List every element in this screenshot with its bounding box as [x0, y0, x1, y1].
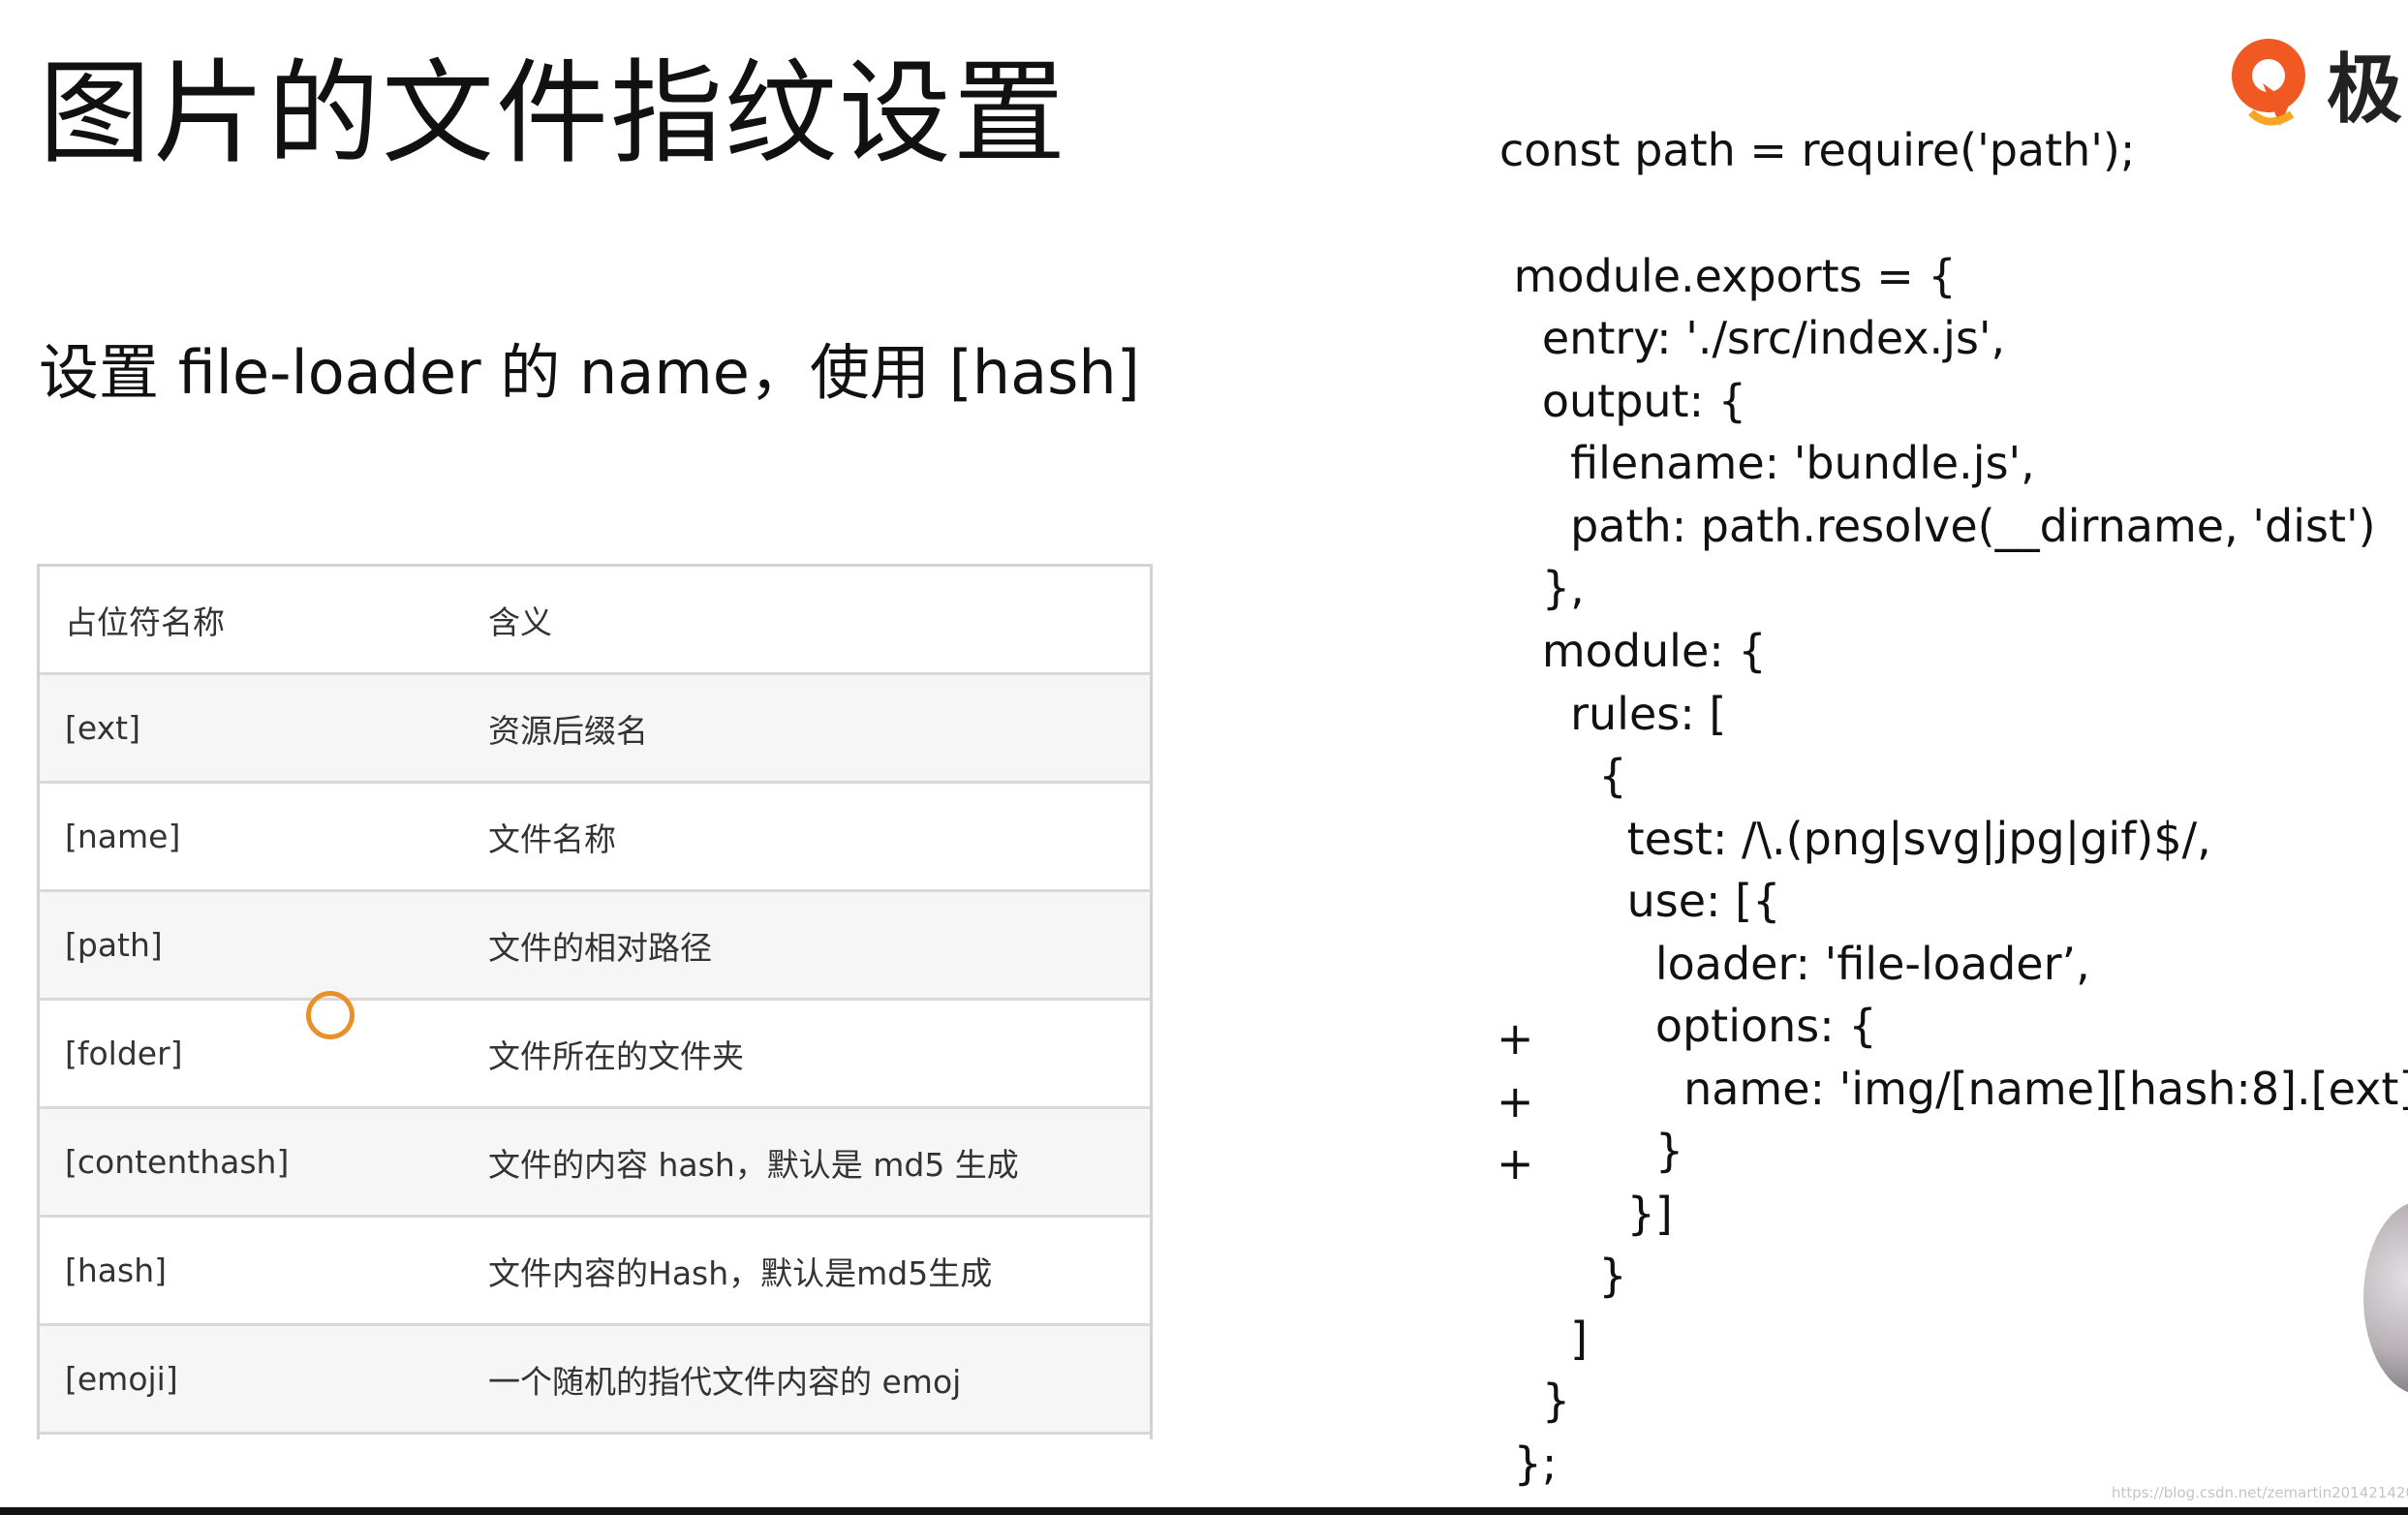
- table-cell-meaning: 文件内容的Hash，默认是md5生成: [463, 1216, 1150, 1326]
- code-line: const path = require('path');: [1499, 124, 2136, 176]
- code-line: path: path.resolve(__dirname, 'dist'): [1499, 500, 2376, 552]
- table-header-cell: 占位符名称: [40, 567, 463, 675]
- code-line: loader: 'file-loader’,: [1499, 938, 2090, 990]
- table-cell-placeholder: [path]: [40, 890, 463, 1001]
- table-cell-placeholder: [ext]: [40, 673, 463, 784]
- code-line: ]: [1499, 1313, 1589, 1365]
- table-cell-placeholder: [folder]: [40, 999, 463, 1109]
- page-subtitle: 设置 file-loader 的 name，使用 [hash]: [39, 337, 1140, 408]
- table-cell-placeholder: [contenthash]: [40, 1107, 463, 1218]
- code-line: }: [1499, 1250, 1627, 1302]
- table-cell-placeholder: [name]: [40, 782, 463, 892]
- table-header-row: 占位符名称 含义: [40, 567, 1150, 675]
- table-cell-meaning: 一个随机的指代文件内容的 emoj: [463, 1324, 1150, 1435]
- cursor-highlight-ring: [306, 991, 355, 1039]
- code-line: entry: './src/index.js',: [1499, 312, 2006, 364]
- table-header-cell: 含义: [463, 567, 1150, 675]
- table-cell-meaning: 文件名称: [463, 782, 1150, 892]
- diff-added-marker: +: [1497, 1075, 1534, 1128]
- table-cell-meaning: 文件的相对路径: [463, 890, 1150, 1001]
- code-line: name: 'img/[name][hash:8].[ext] ': [1499, 1063, 2408, 1115]
- code-line: module: {: [1499, 625, 1767, 677]
- table-row: [hash] 文件内容的Hash，默认是md5生成: [40, 1216, 1150, 1326]
- presenter-avatar: [2363, 1201, 2408, 1395]
- table-row: [ext] 资源后缀名: [40, 673, 1150, 784]
- code-line: {: [1499, 750, 1627, 802]
- code-line: options: {: [1499, 1000, 1877, 1052]
- code-line: test: /\.(png|svg|jpg|gif)$/,: [1499, 813, 2211, 865]
- table-row: [path] 文件的相对路径: [40, 890, 1150, 1001]
- code-line: }]: [1499, 1188, 1673, 1240]
- brand-logo-text: 极: [2327, 46, 2403, 134]
- table-cell-placeholder: [emoji]: [40, 1324, 463, 1435]
- table-row: [emoji] 一个随机的指代文件内容的 emoj: [40, 1324, 1150, 1435]
- diff-added-marker: +: [1497, 1012, 1534, 1065]
- code-line: }: [1499, 1125, 1684, 1177]
- geekbang-logo-icon: [2232, 39, 2305, 126]
- bottom-border: [0, 1507, 2408, 1515]
- page-title: 图片的文件指纹设置: [39, 48, 1067, 179]
- table-row: [folder] 文件所在的文件夹: [40, 999, 1150, 1109]
- code-line: module.exports = {: [1499, 250, 1957, 302]
- brand-logo: 极: [2224, 29, 2402, 138]
- code-line: output: {: [1499, 375, 1746, 427]
- table-cell-meaning: 资源后缀名: [463, 673, 1150, 784]
- placeholder-table: 占位符名称 含义 [ext] 资源后缀名 [name] 文件名称 [path] …: [37, 564, 1153, 1439]
- table-cell-meaning: 文件所在的文件夹: [463, 999, 1150, 1109]
- diff-added-marker: +: [1497, 1137, 1534, 1190]
- code-line: };: [1499, 1438, 1558, 1490]
- code-line: filename: 'bundle.js',: [1499, 437, 2035, 489]
- table-row: [contenthash] 文件的内容 hash，默认是 md5 生成: [40, 1107, 1150, 1218]
- watermark-text: https://blog.csdn.net/zemartin2014214205…: [2112, 1484, 2408, 1501]
- code-line: rules: [: [1499, 688, 1727, 740]
- code-line: use: [{: [1499, 875, 1781, 927]
- table-cell-meaning: 文件的内容 hash，默认是 md5 生成: [463, 1107, 1150, 1218]
- table-cell-placeholder: [hash]: [40, 1216, 463, 1326]
- code-line: },: [1499, 562, 1585, 614]
- code-line: }: [1499, 1375, 1571, 1427]
- table-row: [name] 文件名称: [40, 782, 1150, 892]
